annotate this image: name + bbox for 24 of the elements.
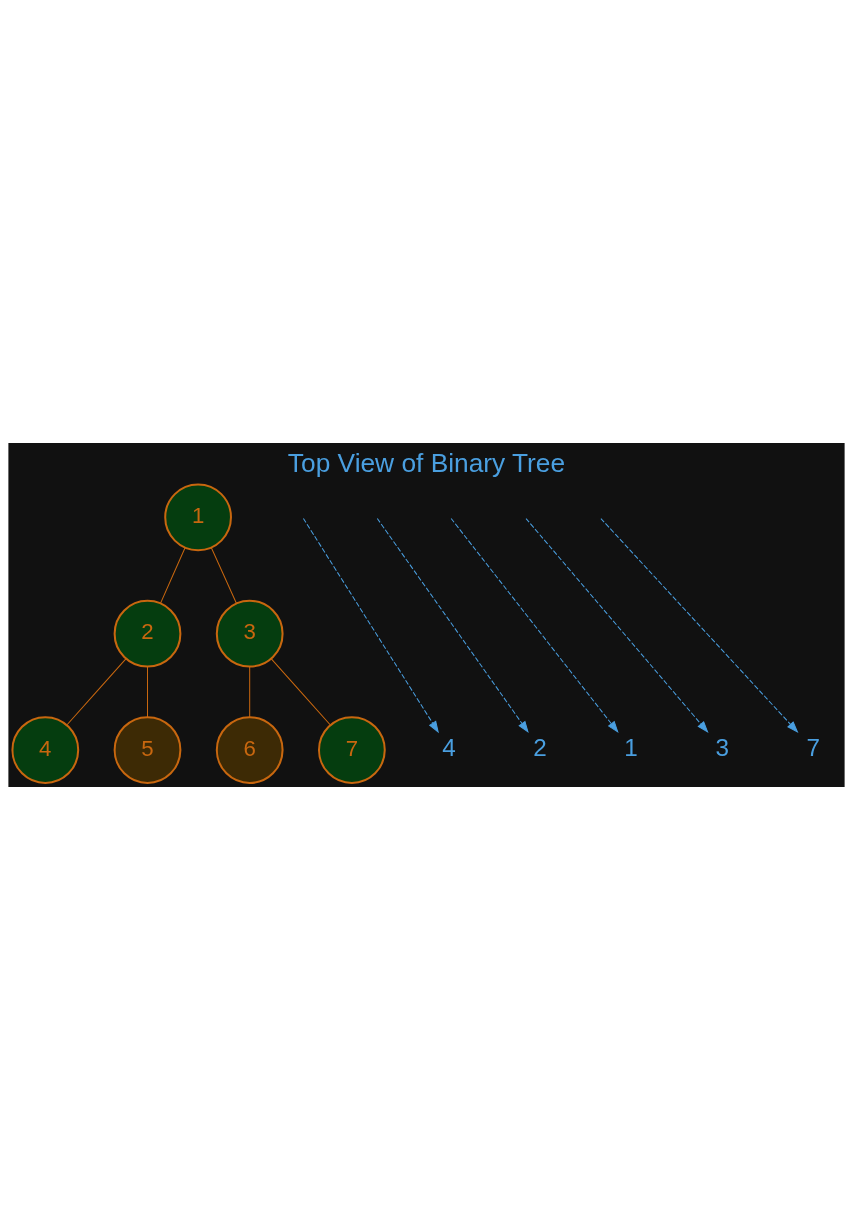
connector [66, 657, 127, 725]
connector [210, 546, 237, 604]
connector [249, 665, 251, 718]
node-text: 4 [442, 733, 456, 761]
connector [160, 546, 186, 604]
node-circle: 3 [215, 599, 284, 668]
node-text: 7 [806, 733, 820, 761]
diagram-title: Top View of Binary Tree [287, 447, 566, 478]
node-circle: 5 [113, 715, 182, 784]
node-text: 3 [715, 733, 729, 761]
node-text: 1 [624, 733, 638, 761]
node-text: 2 [533, 733, 547, 761]
node-circle: 2 [113, 599, 182, 668]
connector [147, 665, 148, 718]
node-circle: 4 [11, 715, 80, 784]
arrow [450, 517, 619, 733]
arrow [600, 517, 799, 733]
arrow [376, 517, 529, 733]
node-circle: 7 [318, 715, 386, 784]
arrow [302, 517, 439, 733]
node-circle: 6 [215, 715, 284, 784]
arrow [525, 517, 709, 733]
node-circle: 1 [164, 482, 232, 551]
connector [270, 657, 331, 725]
